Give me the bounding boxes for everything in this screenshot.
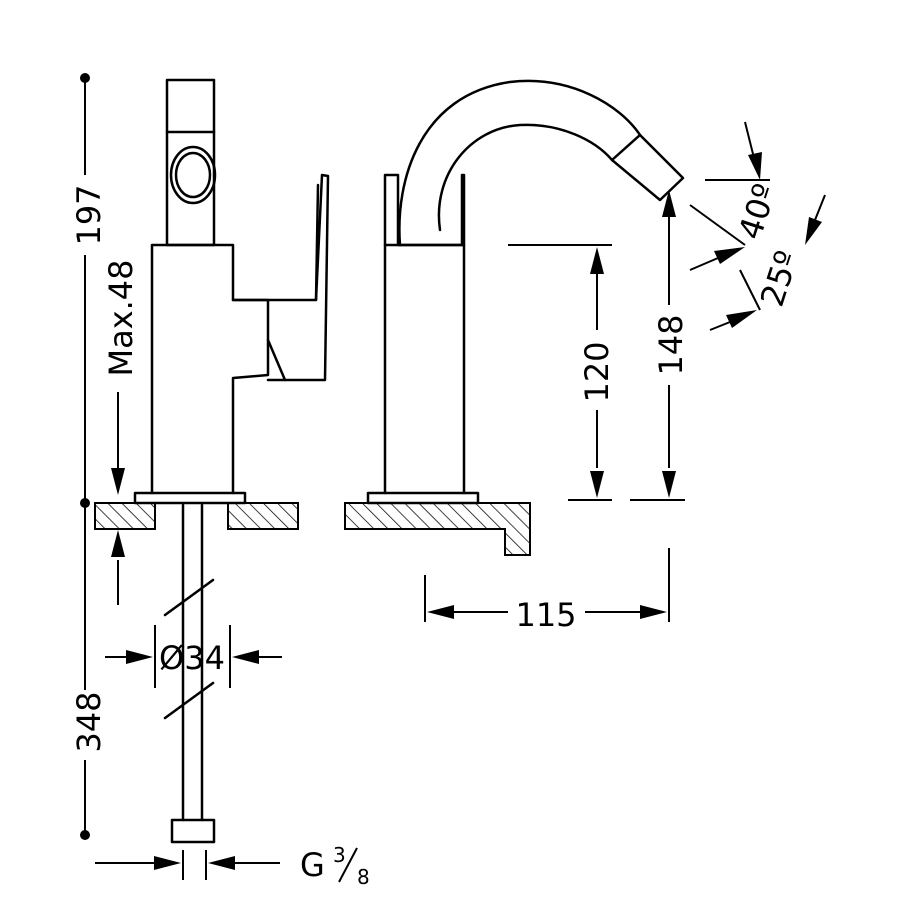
spout-inner bbox=[437, 123, 614, 232]
thread-numerator: 3 bbox=[333, 843, 346, 867]
mixer-body-side bbox=[150, 243, 270, 495]
knob-circle bbox=[169, 145, 217, 205]
lever-handle bbox=[231, 173, 330, 382]
mixer-body-front bbox=[383, 173, 466, 495]
front-view bbox=[344, 79, 685, 556]
dim-pipe-length: 348 bbox=[70, 691, 108, 752]
counter-section bbox=[344, 502, 531, 556]
dim-spout-height: 120 bbox=[578, 341, 616, 402]
dim-angle-inner: 25º bbox=[753, 246, 806, 311]
thread-denominator: 8 bbox=[357, 865, 370, 889]
left-dimensions: 197 348 Max.48 Ø34 G 3 8 bbox=[70, 73, 370, 889]
dim-max-thickness: Max.48 bbox=[102, 259, 140, 376]
dim-pipe-diameter: Ø34 bbox=[159, 639, 225, 677]
hose-fitting bbox=[170, 818, 216, 844]
dim-angle-outer: 40º bbox=[731, 179, 784, 244]
dim-height-top: 197 bbox=[70, 184, 108, 245]
side-view bbox=[94, 78, 330, 844]
thread-prefix: G bbox=[300, 846, 325, 884]
counter-hatch-right bbox=[227, 502, 299, 530]
dim-spout-reach: 115 bbox=[515, 596, 576, 634]
spout-outer bbox=[398, 79, 642, 247]
dim-outlet-height: 148 bbox=[652, 314, 690, 375]
right-dimensions: 120 148 115 40º 25º bbox=[424, 121, 826, 634]
base-plate-front bbox=[366, 491, 480, 505]
spray-nozzle bbox=[610, 133, 685, 202]
counter-hatch-left bbox=[94, 502, 156, 530]
base-plate-side bbox=[133, 491, 247, 505]
